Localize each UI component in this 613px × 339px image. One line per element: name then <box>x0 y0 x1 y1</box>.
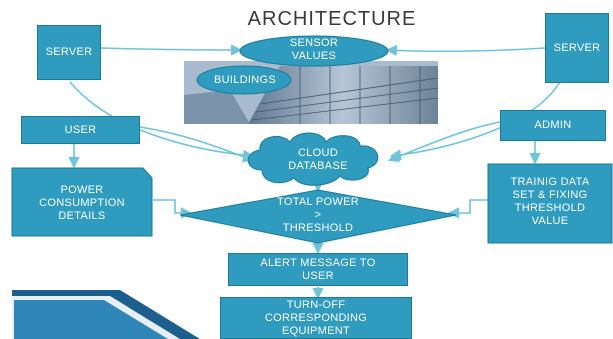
arrow-server-right-to-sensor <box>385 44 546 57</box>
arrow-server-left-to-cloud <box>69 81 255 161</box>
alert-label-line1: ALERT MESSAGE TO <box>260 256 376 269</box>
turn-off-label-line2: CORRESPONDING <box>264 311 368 324</box>
cloud-database-shape <box>247 132 379 186</box>
admin-label: ADMIN <box>534 119 572 131</box>
training-box-shape <box>487 163 613 244</box>
arrow-training-to-decision <box>447 199 488 219</box>
server-right-label: SERVER <box>553 41 601 54</box>
server-left-box: SERVER <box>37 25 101 80</box>
turn-off-label-line1: TURN-OFF <box>286 298 346 311</box>
sensor-values-label: SENSOR VALUES <box>289 37 339 62</box>
user-box: USER <box>21 116 140 144</box>
buildings-label: BUILDINGS <box>214 74 276 86</box>
training-label: TRAINIG DATA SET & FIXING THRESHOLD VALU… <box>510 176 590 227</box>
power-consumption-label: POWER CONSUMPTION DETAILS <box>39 184 125 222</box>
arrow-server-right-to-cloud <box>389 81 561 161</box>
server-left-label: SERVER <box>45 46 93 58</box>
arrow-power-to-decision <box>153 199 193 219</box>
page-title: ARCHITECTURE <box>247 8 417 30</box>
arrow-server-left-to-sensor <box>100 44 243 56</box>
decision-label: TOTAL POWER > THRESHOLD <box>277 196 359 234</box>
server-right-box: SERVER <box>545 13 609 83</box>
power-box-shape <box>11 167 153 237</box>
arrow-admin-to-cloud <box>387 121 501 162</box>
connectors <box>68 44 561 300</box>
user-label: USER <box>64 123 97 136</box>
cloud-database-label: CLOUD DATABASE <box>288 147 348 172</box>
buildings-ellipse <box>196 65 292 95</box>
turn-off-box: TURN-OFF CORRESPONDING EQUIPMENT <box>220 297 412 339</box>
turn-off-label-line3: EQUIPMENT <box>281 324 351 337</box>
alert-box: ALERT MESSAGE TO USER <box>228 253 408 286</box>
admin-box: ADMIN <box>500 110 606 141</box>
sensor-values-ellipse <box>239 35 389 67</box>
alert-label-line2: USER <box>302 269 334 282</box>
decorative-corner-arrow <box>12 290 200 339</box>
arrow-user-to-cloud <box>139 126 255 163</box>
decision-diamond <box>179 189 457 244</box>
